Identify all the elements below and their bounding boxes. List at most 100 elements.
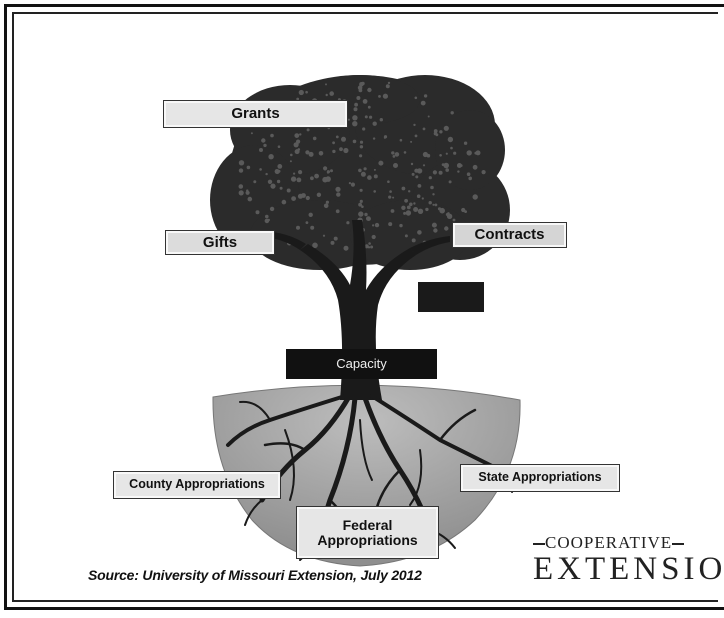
foliage-speck [363,167,367,171]
foliage-speck [247,196,253,202]
foliage-speck [246,189,249,192]
foliage-speck [413,207,419,212]
foliage-speck [408,190,411,193]
foliage-speck [421,197,424,200]
foliage-speck [358,168,362,173]
foliage-speck [469,176,472,179]
foliage-speck [269,206,275,212]
foliage-speck [394,152,400,157]
foliage-speck [261,138,266,143]
foliage-speck [416,194,421,198]
foliage-speck [453,151,457,155]
foliage-speck [276,179,281,184]
foliage-speck [305,221,309,225]
foliage-speck [372,137,376,140]
foliage-speck [341,136,346,142]
foliage-speck [423,94,428,98]
tree-trunk [270,220,450,400]
foliage-speck [354,102,358,107]
foliage-speck [291,196,296,202]
foliage-speck [382,93,388,99]
foliage-speck [456,163,462,168]
foliage-speck [372,224,375,227]
foliage-speck [443,162,450,169]
foliage-speck [347,118,350,121]
foliage-speck [433,228,438,233]
foliage-speck [428,201,432,205]
foliage-speck [399,223,403,228]
foliage-speck [296,225,300,230]
foliage-speck [409,202,413,207]
foliage-speck [296,177,302,183]
foliage-speck [362,127,366,131]
foliage-speck [265,214,269,219]
foliage-speck [460,164,463,167]
foliage-speck [388,222,393,227]
foliage-speck [420,100,426,106]
logo-top-text: COOPERATIVE [545,533,673,552]
foliage-speck [268,154,274,160]
foliage-speck [374,222,380,228]
foliage-speck [361,205,364,208]
capacity-label: Capacity [286,349,437,379]
foliage-speck [439,154,442,157]
foliage-speck [414,134,418,138]
foliage-speck [405,210,412,216]
foliage-speck [435,133,439,137]
foliage-speck [294,133,300,139]
foliage-speck [343,245,349,251]
diagram-inner-frame [12,12,718,602]
foliage-speck [378,160,384,166]
foliage-speck [259,148,263,152]
foliage-speck [448,180,452,184]
foliage-speck [352,121,358,127]
foliage-speck [310,176,314,181]
foliage-speck [323,203,329,209]
foliage-speck [425,207,429,212]
foliage-speck [298,170,303,175]
foliage-speck [387,180,390,183]
foliage-speck [296,97,300,101]
foliage-speck [383,135,388,139]
foliage-speck [403,211,407,215]
foliage-speck [389,190,392,193]
county-appropriations-label: County Appropriations [113,471,281,499]
foliage-speck [310,225,315,230]
foliage-speck [403,151,407,154]
foliage-speck [411,238,416,243]
foliage-speck [379,118,383,122]
foliage-speck [417,230,422,235]
foliage-speck [322,234,326,237]
foliage-speck [332,141,335,145]
foliage-speck [250,132,253,135]
foliage-speck [432,193,435,196]
foliage-speck [277,145,281,148]
cooperative-extension-logo: COOPERATIVE EXTENSION [533,533,724,595]
foliage-speck [316,192,322,197]
foliage-speck [293,142,299,148]
foliage-speck [445,152,448,155]
foliage-speck [325,200,329,204]
foliage-speck [352,139,357,144]
foliage-speck [350,182,355,187]
foliage-speck [401,205,406,210]
foliage-speck [336,192,341,197]
foliage-speck [314,173,319,179]
foliage-speck [466,172,471,176]
foliage-speck [391,151,395,155]
foliage-speck [393,163,398,168]
foliage-speck [388,195,392,199]
foliage-speck [358,202,362,207]
foliage-speck [333,236,338,241]
federal-label-line2: Appropriations [317,531,418,548]
foliage-speck [359,188,363,192]
foliage-speck [312,136,317,141]
foliage-speck [290,176,297,182]
foliage-speck [368,242,371,245]
foliage-speck [443,125,449,131]
foliage-speck [373,174,378,179]
foliage-speck [404,198,408,203]
foliage-speck [367,105,371,109]
foliage-speck [270,183,276,189]
foliage-speck [447,136,454,143]
